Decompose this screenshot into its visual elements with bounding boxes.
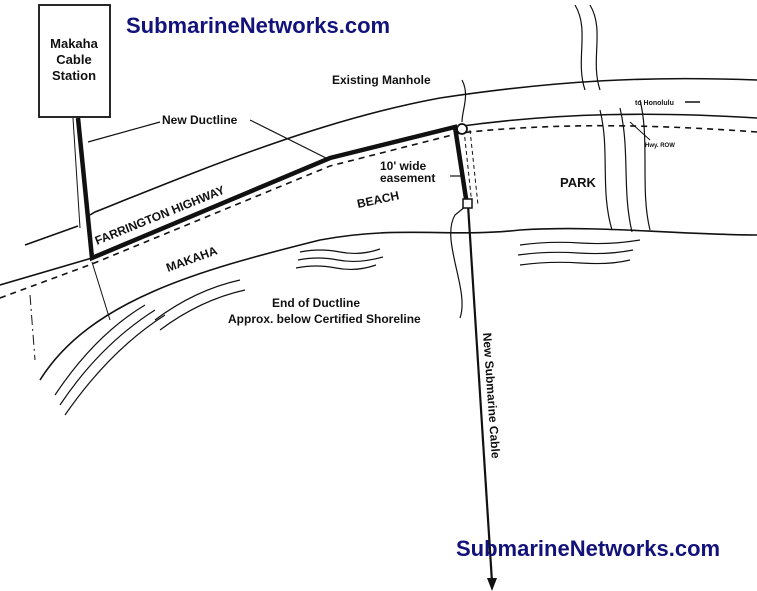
station-label-1: Makaha: [50, 36, 98, 51]
new-submarine-cable: [466, 204, 494, 583]
end-ductline-label-2: Approx. below Certified Shoreline: [228, 312, 421, 326]
cable-station-box: [38, 4, 111, 118]
new-ductline: [75, 117, 470, 262]
leader-end-ductline: [450, 205, 467, 319]
leader-new-ductline: [87, 119, 331, 161]
station-label-2: Cable: [56, 52, 91, 67]
leader-hwy-row: [629, 121, 651, 141]
cable-arrowhead: [487, 578, 497, 591]
leader-manhole: [461, 79, 467, 123]
to-honolulu-label: to Honolulu: [635, 100, 674, 107]
watermark-top: SubmarineNetworks.com: [126, 13, 390, 38]
side-road: [24, 225, 79, 246]
watermark-bottom: SubmarineNetworks.com: [456, 536, 720, 561]
existing-manhole-label: Existing Manhole: [332, 73, 431, 87]
new-ductline-label: New Ductline: [162, 113, 238, 127]
end-of-ductline-marker: [462, 198, 473, 209]
highway-row-line: [0, 124, 757, 299]
lot-line: [91, 261, 111, 321]
easement-label-1: 10' wide: [380, 159, 427, 173]
park-label: PARK: [560, 175, 596, 190]
easement-label-2: easement: [380, 171, 435, 185]
easement-lines: [463, 129, 479, 206]
wave-lines: [54, 239, 641, 416]
station-label-3: Station: [52, 68, 96, 83]
ductline-duct-outline: [72, 117, 81, 229]
hwy-row-label: Hwy. ROW: [645, 143, 675, 149]
shoreline: [39, 227, 757, 381]
farrington-highway-label: FARRINGTON HIGHWAY: [93, 183, 227, 248]
highway-north-edge: [89, 77, 757, 216]
existing-manhole-marker: [456, 123, 468, 135]
beach-label: BEACH: [356, 188, 401, 211]
end-ductline-label-1: End of Ductline: [272, 296, 360, 310]
park-stream: [574, 4, 651, 233]
property-line: [29, 294, 36, 361]
